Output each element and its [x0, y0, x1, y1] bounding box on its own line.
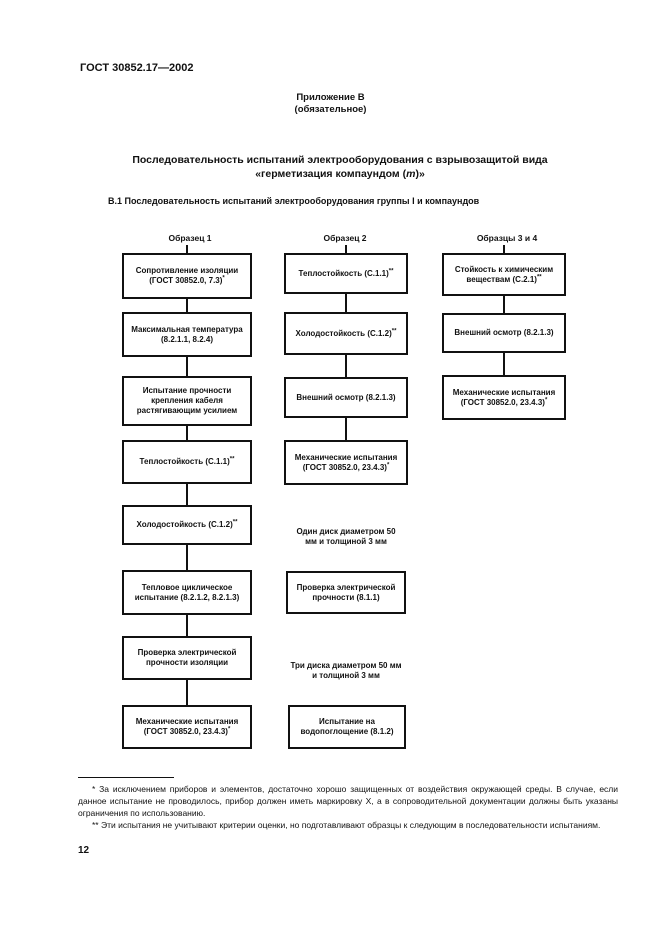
test-box-cable-pull: Испытание прочности крепления кабеля рас…	[122, 376, 252, 426]
column-header-samples-3-4: Образцы 3 и 4	[476, 233, 538, 243]
test-box-mechanical-2: Механические испытания (ГОСТ 30852.0, 23…	[284, 440, 408, 485]
box-label: Максимальная температура (8.2.1.1, 8.2.4…	[131, 324, 243, 344]
box-label: Внешний осмотр (8.2.1.3)	[454, 328, 554, 337]
test-box-dielectric-strength: Проверка электрической прочности изоляци…	[122, 636, 252, 680]
box-label: Внешний осмотр (8.2.1.3)	[296, 392, 396, 402]
box-label: Испытание прочности крепления кабеля рас…	[136, 386, 238, 415]
box-label: Механические испытания (ГОСТ 30852.0, 23…	[135, 717, 239, 736]
footnote-double-asterisk: ** Эти испытания не учитывают критерии о…	[92, 820, 601, 830]
column-header-sample-2: Образец 2	[323, 233, 367, 243]
test-box-cold-resistance: Холодостойкость (C.1.2)**	[122, 505, 252, 545]
box-label: Сопротивление изоляции (ГОСТ 30852.0, 7.…	[135, 266, 239, 285]
title-line-2-prefix: «герметизация компаундом (	[255, 168, 407, 180]
title-line-2: «герметизация компаундом (m)»	[60, 167, 620, 181]
box-label: Теплостойкость (C.1.1)**	[298, 267, 394, 278]
page-title: Последовательность испытаний электрообор…	[60, 153, 620, 181]
test-box-chemical-resistance: Стойкость к химическим веществам (C.2.1)…	[442, 253, 566, 296]
box-label: Испытание на водопоглощение (8.1.2)	[300, 717, 394, 736]
column-header-sample-1: Образец 1	[168, 233, 212, 243]
test-box-electric-strength: Проверка электрической прочности (8.1.1)	[286, 571, 406, 614]
test-box-insulation-resistance: Сопротивление изоляции (ГОСТ 30852.0, 7.…	[122, 253, 252, 299]
sample-note-one-disc: Один диск диаметром 50 мм и толщиной 3 м…	[296, 527, 396, 546]
box-label: Проверка электрической прочности изоляци…	[137, 648, 237, 667]
box-label: Холодостойкость (C.1.2)**	[136, 519, 238, 529]
page-number: 12	[78, 845, 90, 856]
document-id: ГОСТ 30852.17—2002	[80, 62, 194, 74]
test-box-mechanical-1: Механические испытания (ГОСТ 30852.0, 23…	[122, 705, 252, 749]
title-line-1: Последовательность испытаний электрообор…	[132, 154, 548, 166]
test-box-heat-resistance: Теплостойкость (C.1.1)**	[122, 440, 252, 484]
box-label: Механические испытания (ГОСТ 30852.0, 23…	[294, 452, 398, 472]
appendix-title: Приложение В	[296, 92, 365, 103]
sample-note-three-discs: Три диска диаметром 50 мм и толщиной 3 м…	[290, 661, 402, 680]
test-box-thermal-cycling: Тепловое циклическое испытание (8.2.1.2,…	[122, 570, 252, 615]
test-box-visual-inspection-3: Внешний осмотр (8.2.1.3)	[442, 313, 566, 353]
test-box-visual-inspection-2: Внешний осмотр (8.2.1.3)	[284, 377, 408, 418]
box-label: Проверка электрической прочности (8.1.1)	[296, 582, 396, 602]
section-heading: B.1 Последовательность испытаний электро…	[108, 196, 480, 206]
title-line-2-suffix: )»	[415, 168, 425, 180]
footnote-divider	[78, 777, 174, 778]
test-box-heat-resistance-2: Теплостойкость (C.1.1)**	[284, 253, 408, 294]
test-box-water-absorption: Испытание на водопоглощение (8.1.2)	[288, 705, 406, 749]
box-label: Теплостойкость (C.1.1)**	[139, 456, 235, 466]
box-label: Стойкость к химическим веществам (C.2.1)…	[454, 264, 554, 284]
box-label: Тепловое циклическое испытание (8.2.1.2,…	[134, 582, 240, 602]
test-box-max-temperature: Максимальная температура (8.2.1.1, 8.2.4…	[122, 312, 252, 357]
box-label: Холодостойкость (C.1.2)**	[295, 327, 397, 338]
footnote-single-asterisk: * За исключением приборов и элементов, д…	[78, 784, 618, 818]
appendix-subtitle: (обязательное)	[294, 104, 367, 115]
box-label: Механические испытания (ГОСТ 30852.0, 23…	[452, 387, 556, 407]
title-variable: m	[406, 168, 416, 180]
test-box-mechanical-3: Механические испытания (ГОСТ 30852.0, 23…	[442, 375, 566, 420]
test-box-cold-resistance-2: Холодостойкость (C.1.2)**	[284, 312, 408, 355]
